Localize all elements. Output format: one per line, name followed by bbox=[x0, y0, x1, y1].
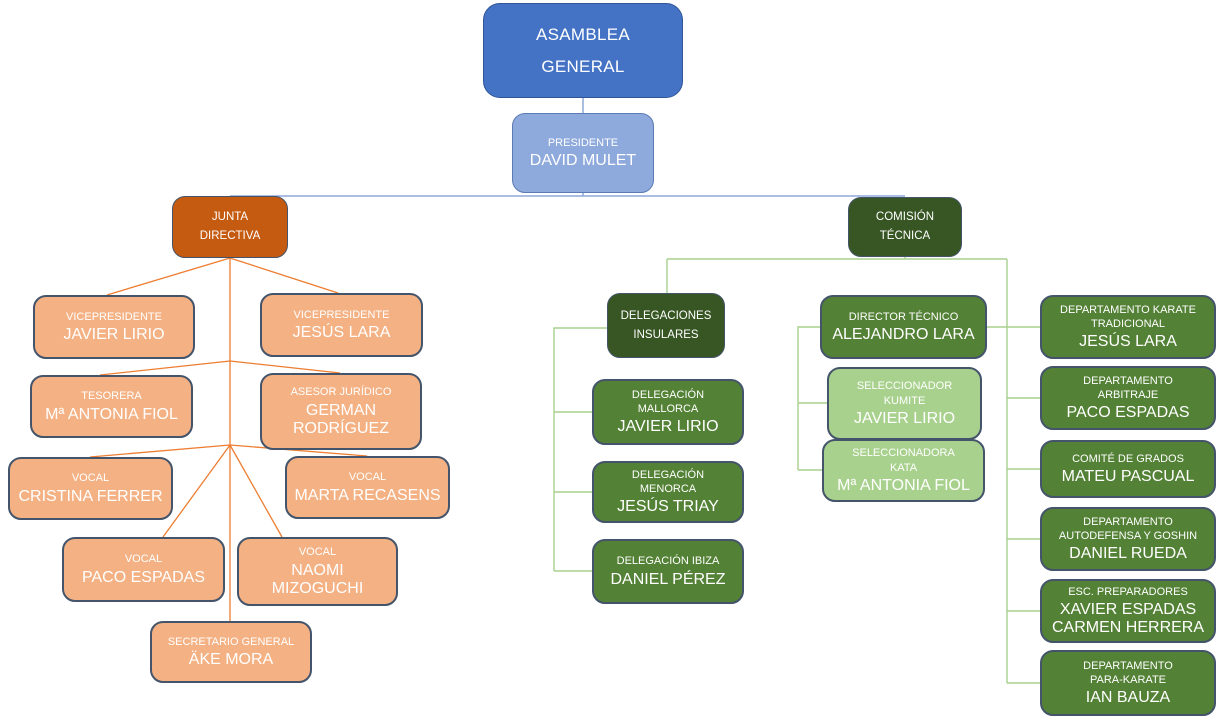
node-name: CRISTINA FERRER bbox=[18, 487, 163, 505]
node-title: JUNTA DIRECTIVA bbox=[199, 211, 261, 242]
node-departamento-arbitraje: DEPARTAMENTO ARBITRAJE PACO ESPADAS bbox=[1040, 366, 1216, 430]
node-name: PACO ESPADAS bbox=[82, 568, 205, 586]
node-name: JAVIER LIRIO bbox=[617, 418, 719, 436]
node-name: IAN BAUZA bbox=[1085, 689, 1171, 707]
node-role: VOCAL bbox=[124, 553, 163, 566]
node-delegacion-ibiza: DELEGACIÓN IBIZA DANIEL PÉREZ bbox=[592, 539, 744, 604]
node-role: COMITÉ DE GRADOS bbox=[1072, 452, 1184, 465]
node-role: DEPARTAMENTO ARBITRAJE bbox=[1083, 374, 1173, 402]
node-role: DELEGACIÓN MENORCA bbox=[631, 468, 705, 496]
node-title: DELEGACIONES INSULARES bbox=[620, 309, 712, 341]
node-name: MATEU PASCUAL bbox=[1061, 468, 1195, 486]
node-role: ESC. PREPARADORES bbox=[1068, 585, 1188, 598]
node-name: DANIEL RUEDA bbox=[1069, 545, 1187, 563]
node-asamblea-general: ASAMBLEA GENERAL bbox=[483, 3, 683, 98]
connector-orange-fan-tesorera-asesor bbox=[99, 360, 341, 376]
node-name: JESÚS LARA bbox=[292, 324, 391, 342]
node-name: ÄKE MORA bbox=[188, 651, 274, 669]
node-name: JESÚS TRIAY bbox=[617, 498, 719, 516]
node-name: MARTA RECASENS bbox=[294, 486, 441, 504]
node-departamento-karate-tradicional: DEPARTAMENTO KARATE TRADICIONAL JESÚS LA… bbox=[1040, 295, 1216, 359]
node-role: DELEGACIÓN MALLORCA bbox=[631, 388, 705, 416]
node-name: JAVIER LIRIO bbox=[63, 326, 165, 344]
connector-orange-fan-vicepresidentes bbox=[106, 257, 339, 296]
node-seleccionador-kumite: SELECCIONADOR KUMITE JAVIER LIRIO bbox=[827, 367, 982, 440]
node-comite-de-grados: COMITÉ DE GRADOS MATEU PASCUAL bbox=[1040, 440, 1216, 498]
node-title: COMISIÓN TÉCNICA bbox=[875, 211, 935, 242]
node-departamento-para-karate: DEPARTAMENTO PARA-KARATE IAN BAUZA bbox=[1040, 650, 1216, 716]
node-tesorera: TESORERA Mª ANTONIA FIOL bbox=[30, 375, 193, 438]
node-secretario-general: SECRETARIO GENERAL ÄKE MORA bbox=[150, 621, 312, 683]
node-name: GERMAN RODRÍGUEZ bbox=[293, 401, 389, 437]
node-title: ASAMBLEA GENERAL bbox=[535, 25, 631, 76]
node-vocal-naomi-mizoguchi: VOCAL NAOMI MIZOGUCHI bbox=[237, 537, 398, 606]
node-seleccionadora-kata: SELECCIONADORA KATA Mª ANTONIA FIOL bbox=[822, 439, 985, 502]
node-role: ASESOR JURÍDICO bbox=[290, 386, 392, 399]
node-name: JESÚS LARA bbox=[1079, 333, 1177, 351]
node-role: DIRECTOR TÉCNICO bbox=[848, 310, 959, 323]
node-role: DEPARTAMENTO AUTODEFENSA Y GOSHIN bbox=[1058, 515, 1198, 543]
node-role: PRESIDENTE bbox=[547, 136, 619, 149]
node-junta-directiva: JUNTA DIRECTIVA bbox=[172, 196, 288, 258]
connector-green-delegaciones-bracket bbox=[553, 327, 607, 572]
node-role: TESORERA bbox=[81, 390, 142, 403]
node-role: SECRETARIO GENERAL bbox=[167, 635, 295, 648]
node-director-tecnico: DIRECTOR TÉCNICO ALEJANDRO LARA bbox=[820, 295, 987, 359]
connector-green-departamento-stubs bbox=[1007, 326, 1040, 684]
node-delegacion-menorca: DELEGACIÓN MENORCA JESÚS TRIAY bbox=[592, 461, 744, 523]
node-role: VOCAL bbox=[298, 546, 337, 559]
node-name: NAOMI MIZOGUCHI bbox=[271, 561, 364, 597]
node-vocal-marta-recasens: VOCAL MARTA RECASENS bbox=[285, 456, 450, 519]
node-name: Mª ANTONIA FIOL bbox=[45, 405, 178, 423]
node-role: VICEPRESIDENTE bbox=[293, 308, 390, 321]
node-comision-tecnica: COMISIÓN TÉCNICA bbox=[848, 197, 962, 257]
node-vocal-paco-espadas: VOCAL PACO ESPADAS bbox=[62, 537, 225, 602]
node-name: Mª ANTONIA FIOL bbox=[837, 476, 970, 494]
connector-green-comision-bracket bbox=[666, 255, 1008, 683]
node-departamento-autodefensa-goshin: DEPARTAMENTO AUTODEFENSA Y GOSHIN DANIEL… bbox=[1040, 507, 1216, 571]
node-name: ALEJANDRO LARA bbox=[832, 326, 975, 344]
node-role: VOCAL bbox=[348, 471, 387, 484]
node-esc-preparadores: ESC. PREPARADORES XAVIER ESPADAS CARMEN … bbox=[1040, 579, 1216, 643]
connector-orange-fan-vocales bbox=[89, 444, 368, 538]
connector-green-seleccionadores-bracket bbox=[797, 326, 827, 471]
node-vicepresidente-jesus-lara: VICEPRESIDENTE JESÚS LARA bbox=[260, 293, 423, 357]
node-asesor-juridico: ASESOR JURÍDICO GERMAN RODRÍGUEZ bbox=[260, 373, 422, 450]
node-role: DELEGACIÓN IBIZA bbox=[616, 555, 720, 568]
node-name: PACO ESPADAS bbox=[1066, 404, 1190, 422]
node-name: XAVIER ESPADAS CARMEN HERRERA bbox=[1052, 601, 1205, 637]
node-role: VOCAL bbox=[71, 472, 110, 485]
node-role: DEPARTAMENTO PARA-KARATE bbox=[1083, 659, 1173, 687]
node-vocal-cristina-ferrer: VOCAL CRISTINA FERRER bbox=[8, 457, 173, 520]
node-name: DANIEL PÉREZ bbox=[610, 570, 726, 588]
node-presidente: PRESIDENTE DAVID MULET bbox=[512, 113, 654, 193]
node-role: VICEPRESIDENTE bbox=[66, 310, 162, 323]
node-vicepresidente-javier-lirio: VICEPRESIDENTE JAVIER LIRIO bbox=[33, 295, 195, 359]
node-delegacion-mallorca: DELEGACIÓN MALLORCA JAVIER LIRIO bbox=[592, 379, 744, 445]
node-name: JAVIER LIRIO bbox=[853, 409, 956, 427]
node-name: DAVID MULET bbox=[529, 152, 637, 170]
node-role: DEPARTAMENTO KARATE TRADICIONAL bbox=[1060, 303, 1196, 331]
node-role: SELECCIONADORA KATA bbox=[852, 447, 955, 474]
node-role: SELECCIONADOR KUMITE bbox=[856, 380, 953, 407]
node-delegaciones-insulares: DELEGACIONES INSULARES bbox=[607, 293, 725, 358]
